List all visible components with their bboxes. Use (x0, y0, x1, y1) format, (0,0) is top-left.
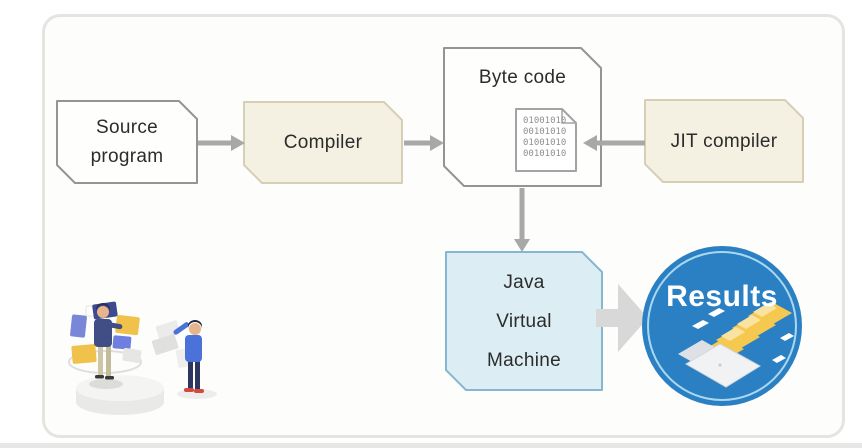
results-text: Results (666, 280, 778, 313)
person-reaching (151, 320, 217, 399)
chamfered-box-shape (56, 100, 198, 184)
bottom-edge-strip (0, 443, 862, 448)
binary-line-2: 00101010 (523, 127, 567, 137)
binary-code-text: 01001010 00101010 01001010 00101010 (523, 116, 566, 160)
jit-compiler-text: JIT compiler (670, 130, 778, 152)
binary-document-icon: 01001010 00101010 01001010 00101010 (515, 108, 577, 172)
person-on-platform (94, 303, 123, 380)
byte-code-label: Byte code (443, 47, 602, 187)
compiler-label: Compiler (243, 101, 403, 184)
node-source-program: Source program (56, 100, 198, 184)
jvm-line3: Machine (487, 349, 561, 371)
binary-line-1: 01001010 (523, 116, 567, 126)
compiler-text: Compiler (283, 132, 363, 153)
laptop-folders-icon (678, 302, 794, 388)
node-compiler: Compiler (243, 101, 403, 184)
jvm-line1: Java (503, 271, 545, 293)
results-label: Results (642, 280, 802, 314)
chamfered-box-shape (644, 99, 804, 183)
binary-line-3: 01001010 (523, 138, 567, 148)
source-program-line1: Source (95, 117, 158, 138)
jvm-label: Java Virtual Machine (445, 251, 603, 391)
chamfered-box-shape (243, 101, 403, 184)
document-shape (515, 108, 577, 172)
binary-line-4: 00101010 (523, 149, 567, 159)
node-jvm: Java Virtual Machine (445, 251, 603, 391)
byte-code-text: Byte code (478, 67, 567, 88)
results-inner-ring (647, 251, 797, 401)
source-program-label: Source program (56, 100, 198, 184)
jit-compiler-label: JIT compiler (644, 99, 804, 183)
laptop-shape (678, 340, 761, 388)
node-byte-code: Byte code 01001010 00101010 01001010 001… (443, 47, 602, 187)
people-illustration (68, 301, 217, 415)
jvm-line2: Virtual (496, 310, 552, 332)
chamfered-box-shape (445, 251, 603, 391)
results-badge: Results (642, 246, 802, 406)
node-jit-compiler: JIT compiler (644, 99, 804, 183)
source-program-line2: program (90, 146, 164, 167)
